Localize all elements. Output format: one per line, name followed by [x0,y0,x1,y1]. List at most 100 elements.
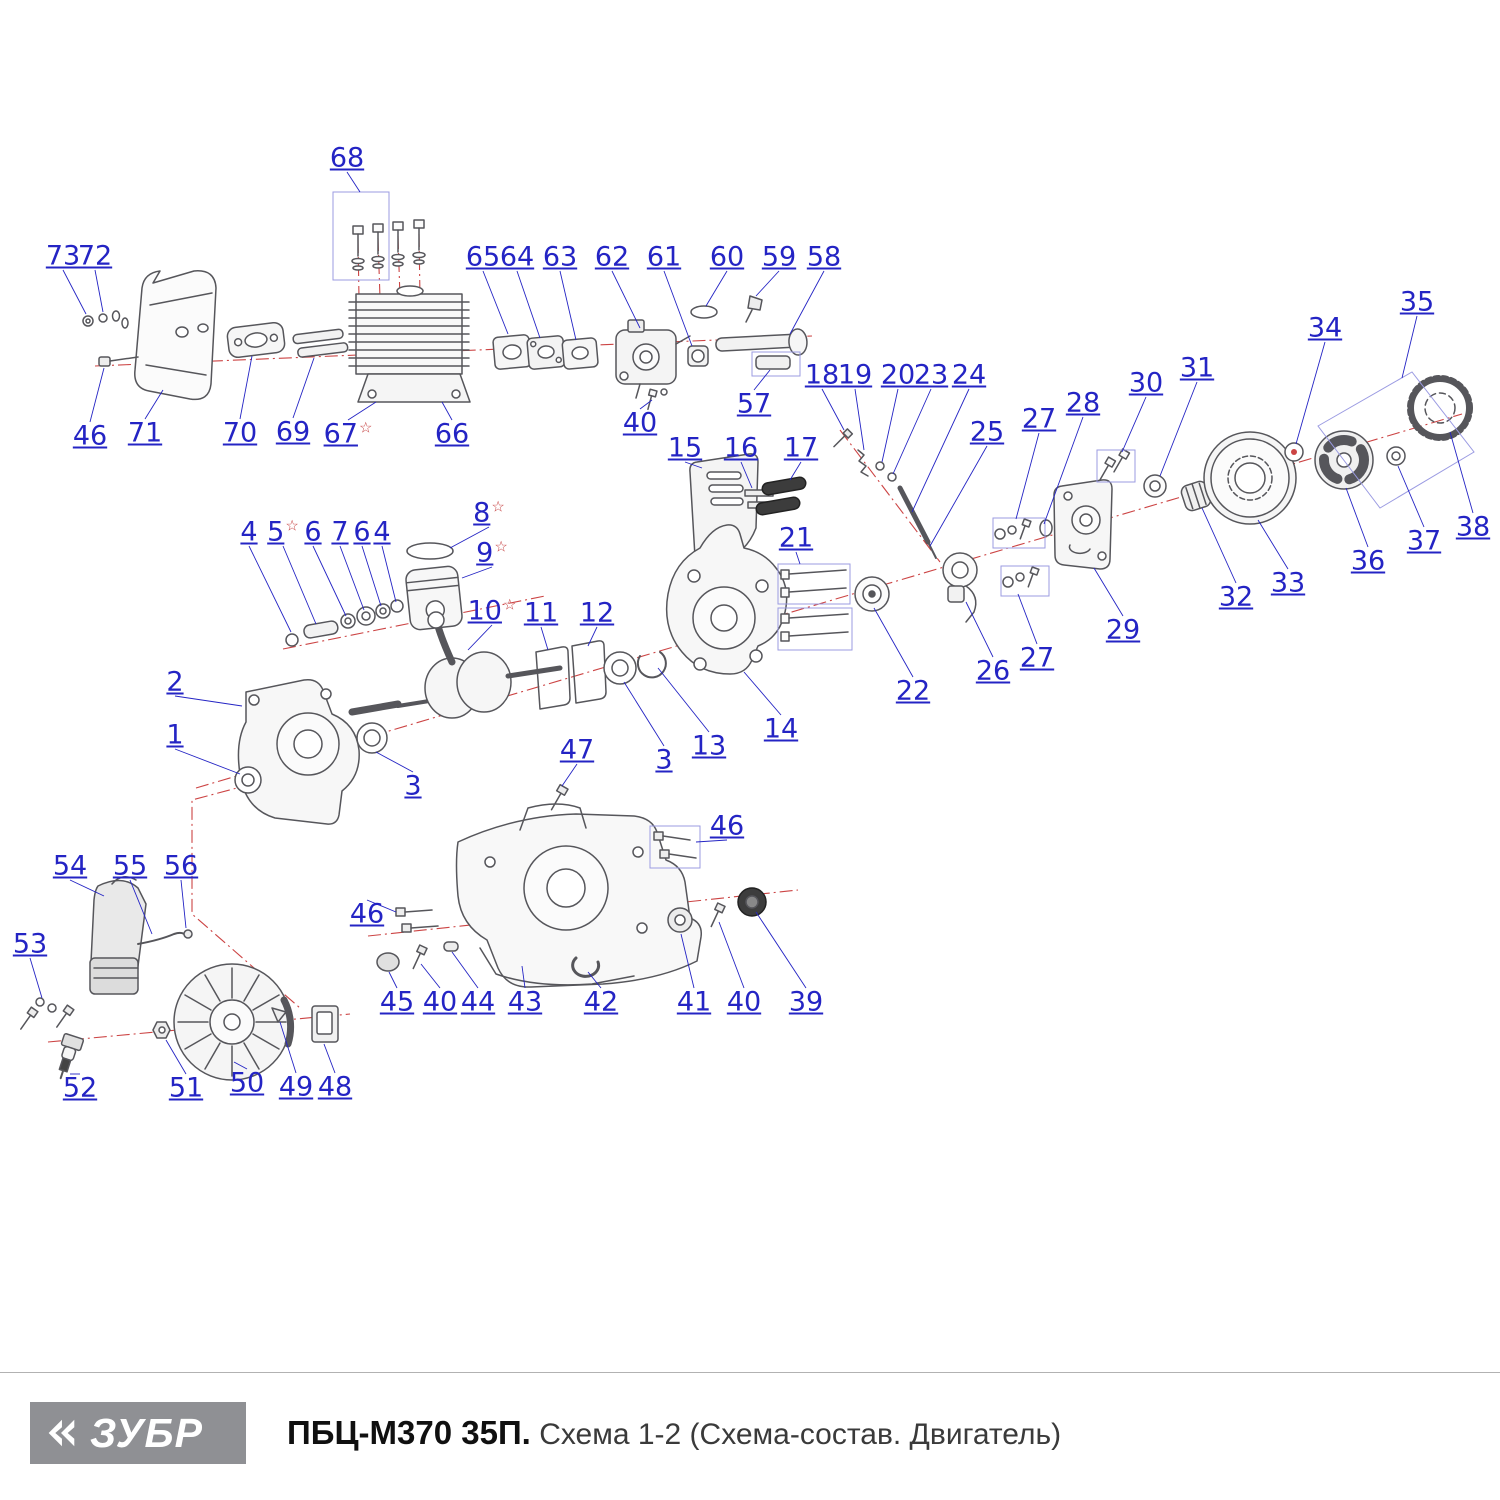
star-mark: ☆ [285,516,299,535]
bearing-1 [234,766,262,794]
part-callout-37: 37 [1406,525,1442,557]
brand-logo: ЗУБР [30,1402,246,1464]
part-callout-1: 1 [166,719,184,751]
star-mark: ☆ [502,595,517,614]
part-callout-48: 48 [317,1071,353,1103]
part-callout-46: 46 [349,898,385,930]
pump-cover-29 [1053,479,1113,570]
part-callout-22: 22 [895,675,931,707]
carb-gaskets [492,334,599,370]
mounts-and-fasteners [376,887,767,978]
part-callout-34: 34 [1307,312,1343,344]
part-callout-70: 70 [222,417,258,449]
part-callout-3: 3 [404,770,422,802]
part-callout-11: 11 [523,597,559,629]
gasket-ring-60 [690,305,718,319]
footer-divider [0,1372,1500,1373]
washer-34 [1284,442,1304,462]
crankshaft-10 [348,611,563,719]
crankcase-left-2 [237,678,360,825]
part-callout-63: 63 [542,241,578,273]
part-callout-27: 27 [1019,642,1055,674]
model-name: ПБЦ-М370 35П. [287,1414,531,1451]
part-callout-13: 13 [691,730,727,762]
part-callout-3: 3 [655,744,673,776]
muffler-plates [292,328,349,358]
part-callout-6: 6 [304,516,322,548]
part-callout-62: 62 [594,241,630,273]
pump-fasteners-27-28 [994,518,1053,588]
part-callout-41: 41 [676,986,712,1018]
part-callout-53: 53 [12,928,48,960]
part-callout-2: 2 [166,666,184,698]
part-callout-27: 27 [1021,403,1057,435]
part-callout-64: 64 [499,241,535,273]
part-callout-60: 60 [709,241,745,273]
part-callout-4: 4 [373,516,391,548]
bearing-3-right [603,651,637,685]
rubber-tubes-17 [755,476,807,516]
crankcase-gaskets-11-12 [535,640,607,710]
part-callout-24: 24 [951,359,987,391]
bearing-3-left [356,722,388,754]
part-callout-61: 61 [646,241,682,273]
piston-9 [405,565,463,631]
oil-pump-26 [942,552,978,623]
part-callout-67: 67☆ [323,418,373,450]
engine-housing [455,803,703,988]
part-callout-23: 23 [913,359,949,391]
spark-plug-52 [58,1033,85,1080]
part-callout-65: 65 [465,241,501,273]
part-callout-39: 39 [788,986,824,1018]
part-callout-40: 40 [422,986,458,1018]
starter-pawl-49 [271,1007,287,1023]
housing-screws-right-46 [653,831,697,859]
part-callout-49: 49 [278,1071,314,1103]
part-callout-52: 52 [62,1072,98,1104]
clutch-drum-33 [1203,431,1297,525]
part-callout-47: 47 [559,734,595,766]
schema-subtitle: Схема 1-2 (Схема-состав. Двигатель) [539,1418,1062,1451]
part-callout-21: 21 [778,522,814,554]
needle-bearing-31 [1143,474,1167,498]
spacer-61 [687,345,709,367]
part-callout-17: 17 [783,432,819,464]
part-callout-57: 57 [736,388,772,420]
cover-screws-30 [1099,448,1131,481]
part-callout-56: 56 [163,850,199,882]
coil-screws-53 [20,997,75,1030]
worm-gear-32 [1180,480,1212,512]
part-callout-55: 55 [112,850,148,882]
piston-ring-8 [406,542,454,560]
part-callout-14: 14 [763,713,799,745]
part-callout-16: 16 [723,432,759,464]
part-callout-46: 46 [72,420,108,452]
part-callout-36: 36 [1350,545,1386,577]
part-callout-9: 9☆ [476,537,508,569]
part-callout-73: 73 [45,240,81,272]
screw-47 [550,783,569,811]
muffler-hardware [82,310,139,367]
part-callout-38: 38 [1455,511,1491,543]
bracket-57 [755,355,791,370]
brand-logo-text: ЗУБР [90,1409,203,1456]
part-callout-42: 42 [583,986,619,1018]
carburetor [615,319,691,399]
choke-lever-59 [745,295,763,323]
schematic-title: ПБЦ-М370 35П. Схема 1-2 (Схема-состав. Д… [287,1414,1061,1452]
ignition-wire-55 [137,931,187,945]
footer: ЗУБР ПБЦ-М370 35П. Схема 1-2 (Схема-сост… [0,1372,1500,1500]
part-callout-35: 35 [1399,286,1435,318]
part-callout-20: 20 [880,359,916,391]
part-callout-28: 28 [1065,387,1101,419]
part-callout-43: 43 [507,986,543,1018]
intake-manifold-58 [715,328,808,356]
part-callout-50: 50 [229,1067,265,1099]
tensioner-parts [833,428,937,559]
muffler-gasket [226,321,286,359]
muffler [134,270,217,401]
part-callout-31: 31 [1179,352,1215,384]
washer-37 [1386,446,1406,466]
part-callout-58: 58 [806,241,842,273]
